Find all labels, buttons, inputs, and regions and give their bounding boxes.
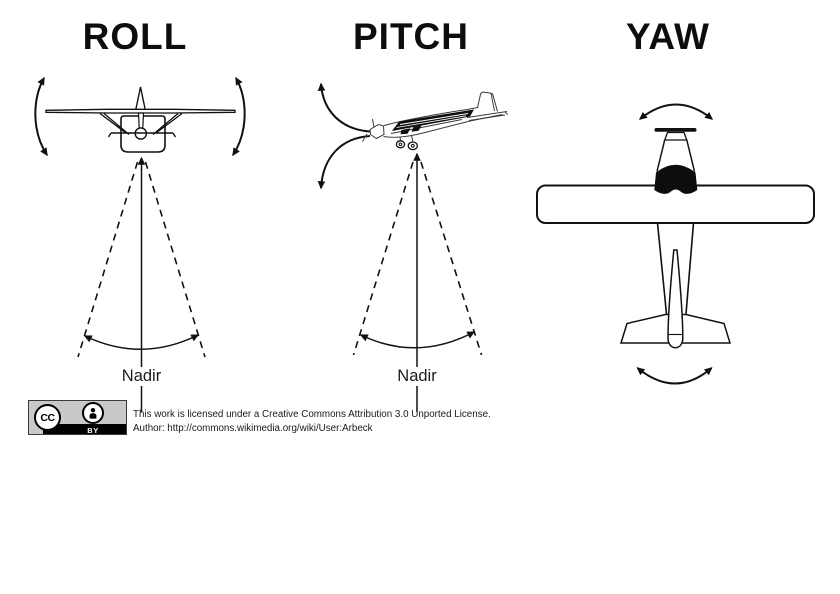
pitch-airplane-side-view (362, 91, 508, 151)
pitch-title: PITCH (353, 16, 469, 57)
pitch-rotation-arrow-down (317, 135, 371, 190)
roll-nadir-label: Nadir (118, 367, 165, 386)
license-line2: Author: http://commons.wikimedia.org/wik… (133, 423, 373, 435)
person-glyph (89, 408, 97, 419)
pitch-nadir-fov-dashed-lines (352, 161, 483, 356)
pitch-nadir-label: Nadir (394, 367, 440, 386)
pitch-nadir-sweep-arc (359, 331, 476, 349)
pitch-figure (317, 82, 508, 412)
cc-logo-label: CC (40, 411, 55, 424)
license-line1: This work is licensed under a Creative C… (133, 409, 491, 420)
pitch-rotation-arrow-up (317, 82, 371, 133)
cc-logo-icon: CC (34, 404, 61, 431)
roll-nadir-sweep-arc (83, 334, 200, 350)
yaw-rotation-arrow-bottom (636, 367, 713, 385)
yaw-rotation-arrow-top (638, 103, 714, 120)
yaw-title: YAW (626, 16, 710, 57)
badge-by-label: BY (87, 425, 99, 435)
roll-rotation-arrow-right (232, 76, 246, 157)
cc-license-badge: CC BY (28, 400, 127, 435)
yaw-figure (536, 103, 815, 385)
roll-rotation-arrow-left (34, 76, 48, 157)
attribution-person-icon (82, 402, 104, 424)
roll-airplane-front-view (45, 86, 236, 153)
roll-title: ROLL (82, 16, 188, 57)
yaw-airplane-top-view (536, 128, 815, 349)
license-text: This work is licensed under a Creative C… (133, 408, 491, 436)
roll-nadir-fov-dashed-lines (77, 161, 206, 358)
badge-black-bar (43, 424, 126, 434)
roll-figure (34, 76, 246, 412)
